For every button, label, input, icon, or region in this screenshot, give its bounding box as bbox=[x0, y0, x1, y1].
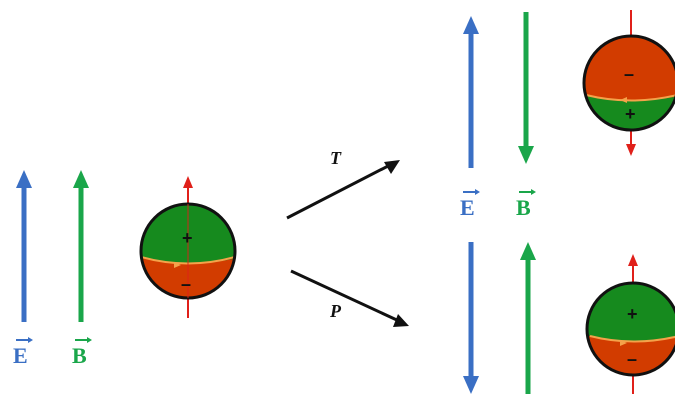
right-b-field-up-arrow bbox=[520, 242, 536, 394]
left-minus-sign: – bbox=[181, 274, 191, 294]
right-e-label: E bbox=[460, 195, 475, 220]
particle-sphere-icon: – + bbox=[582, 34, 675, 132]
p-transform-arrow bbox=[290, 269, 409, 327]
right-b-field-down-arrow bbox=[518, 12, 534, 164]
right-b-label: B bbox=[516, 195, 531, 220]
top-minus-sign: – bbox=[624, 64, 634, 84]
left-e-field-arrow bbox=[16, 170, 32, 322]
right-vector-accents bbox=[463, 189, 536, 195]
left-vector-accents bbox=[16, 337, 92, 343]
left-b-field-arrow bbox=[73, 170, 89, 322]
bottom-minus-sign: – bbox=[627, 349, 637, 369]
bottom-plus-sign: + bbox=[627, 304, 638, 324]
right-e-field-up-arrow bbox=[463, 16, 479, 168]
right-e-field-down-arrow bbox=[463, 242, 479, 394]
particle-sphere-icon: + – bbox=[139, 202, 237, 300]
left-e-label: E bbox=[13, 343, 28, 368]
left-plus-sign: + bbox=[182, 228, 193, 248]
t-label: T bbox=[330, 148, 342, 168]
left-b-label: B bbox=[72, 343, 87, 368]
top-plus-sign: + bbox=[625, 104, 636, 124]
t-transform-arrow bbox=[286, 160, 400, 220]
p-label: P bbox=[329, 301, 342, 321]
particle-sphere-icon: + – bbox=[585, 281, 675, 377]
